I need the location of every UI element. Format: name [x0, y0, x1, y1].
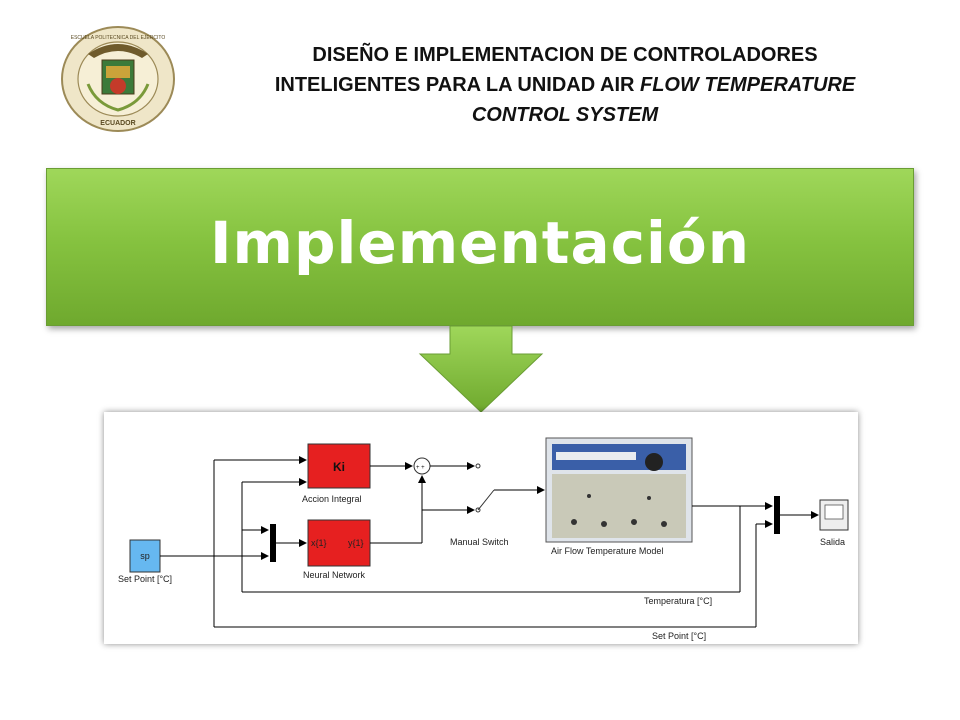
- university-seal-logo: ESCUELA POLITECNICA DEL EJERCITO ECUADOR: [61, 26, 175, 132]
- model-caption: Air Flow Temperature Model: [551, 546, 663, 556]
- setpoint-source-text: sp: [140, 551, 150, 561]
- neural-network-block: x{1} y{1} Neural Network: [303, 519, 371, 580]
- seal-bottom-text: ECUADOR: [100, 120, 135, 127]
- seal-top-text: ESCUELA POLITECNICA DEL EJERCITO: [71, 35, 166, 41]
- neural-output-port: y{1}: [348, 538, 364, 548]
- neural-network-caption: Neural Network: [303, 570, 366, 580]
- title-line-2: INTELIGENTES PARA LA UNIDAD AIR FLOW TEM…: [215, 70, 915, 100]
- simulink-block-diagram: sp Set Point [°C] Ki Accion Integral x{1…: [104, 412, 858, 644]
- integral-gain-block: Ki Accion Integral: [302, 443, 371, 504]
- integral-gain-caption: Accion Integral: [302, 494, 362, 504]
- title-line-2-italic: FLOW TEMPERATURE: [640, 74, 856, 96]
- title-line-2-plain: INTELIGENTES PARA LA UNIDAD AIR: [274, 74, 640, 96]
- title-line-1: DISEÑO E IMPLEMENTACION DE CONTROLADORES: [312, 44, 818, 66]
- setpoint-source-block: sp Set Point [°C]: [118, 539, 172, 584]
- temperature-signal-label: Temperatura [°C]: [644, 596, 712, 606]
- page-title: DISEÑO E IMPLEMENTACION DE CONTROLADORES…: [215, 40, 915, 130]
- down-arrow-icon: [418, 326, 544, 413]
- banner-label: Implementación: [209, 209, 751, 277]
- integral-gain-text: Ki: [333, 460, 345, 474]
- setpoint-signal-label: Set Point [°C]: [652, 631, 706, 641]
- manual-switch-caption: Manual Switch: [450, 537, 509, 547]
- manual-switch-block: Manual Switch: [450, 463, 509, 547]
- mux-output-block: [774, 496, 780, 534]
- title-line-3: CONTROL SYSTEM: [215, 100, 915, 130]
- sum-signs: + +: [416, 465, 425, 471]
- title-line-3-italic: CONTROL SYSTEM: [471, 104, 659, 126]
- output-scope-block: Salida: [819, 499, 849, 547]
- scope-caption: Salida: [820, 537, 845, 547]
- implementation-banner: Implementación: [46, 168, 914, 326]
- neural-input-port: x{1}: [311, 538, 327, 548]
- sum-block: + +: [413, 457, 431, 475]
- setpoint-source-caption: Set Point [°C]: [118, 574, 172, 584]
- air-flow-temperature-model-block: Air Flow Temperature Model: [545, 437, 693, 556]
- mux-input-block: [270, 524, 276, 562]
